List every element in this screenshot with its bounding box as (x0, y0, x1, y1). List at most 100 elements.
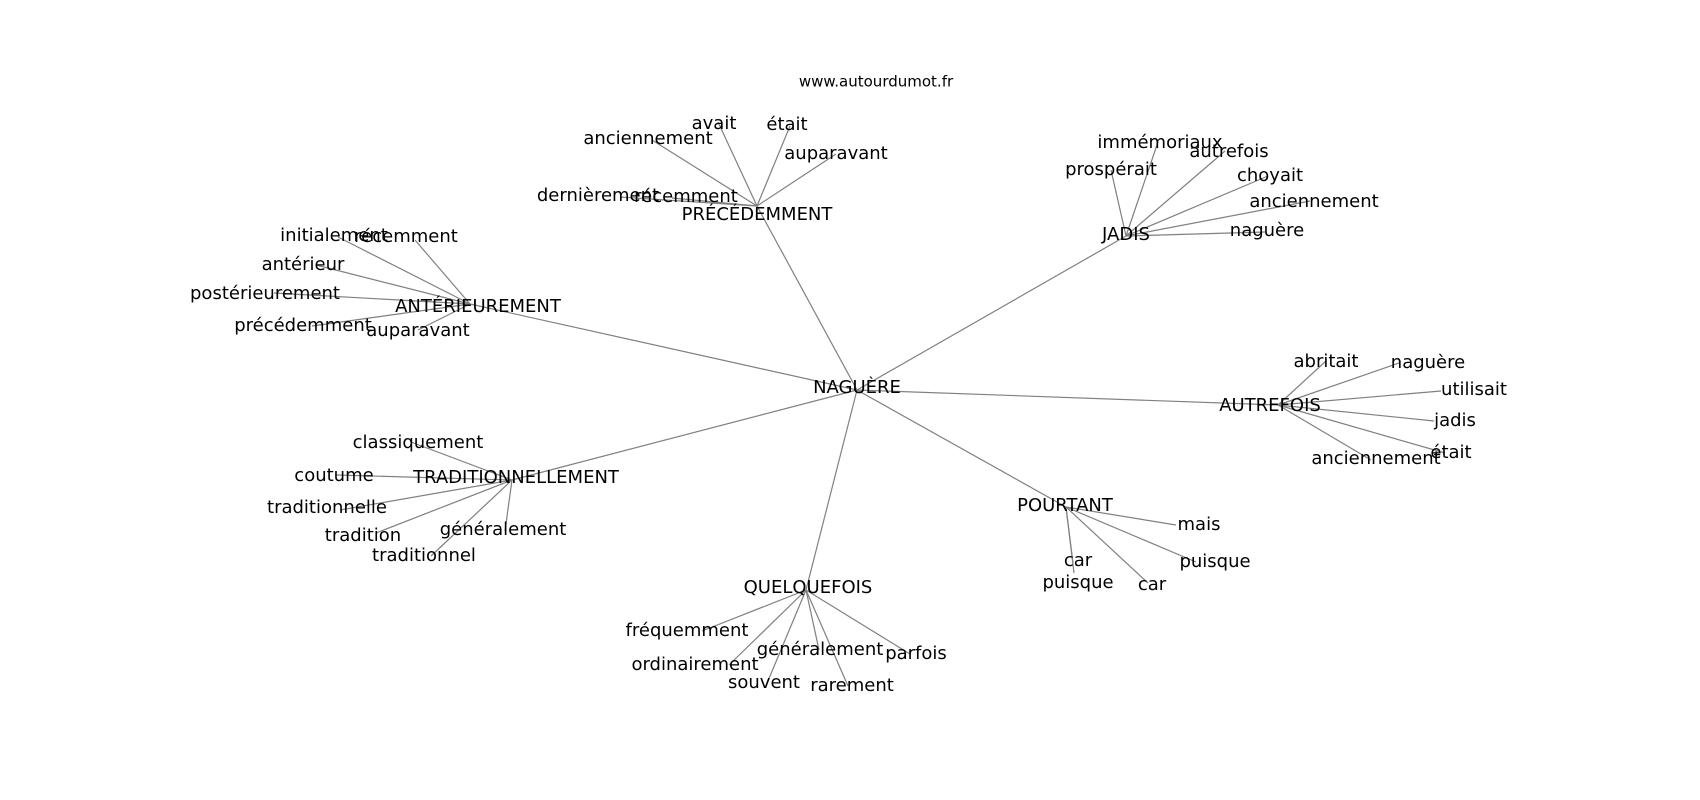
word-label-jadis-0[interactable]: immémoriaux (1097, 132, 1223, 153)
edge-center-traditionnellement (511, 389, 858, 481)
edge-anterieurement-4 (311, 303, 471, 327)
hub-label-jadis[interactable]: JADIS (1101, 224, 1150, 245)
word-label-precedemment-4[interactable]: dernièrement (537, 185, 659, 206)
word-label-autrefois-0[interactable]: abritait (1293, 351, 1358, 372)
edge-anterieurement-1 (414, 239, 471, 305)
word-label-anterieurement-5[interactable]: auparavant (366, 320, 469, 341)
edge-anterieurement-2 (315, 264, 471, 305)
edge-pourtant-0 (1065, 506, 1177, 526)
word-label-anterieurement-3[interactable]: postérieurement (190, 283, 340, 304)
edge-center-autrefois (856, 389, 1279, 406)
hub-label-anterieurement[interactable]: ANTÉRIEUREMENT (395, 295, 562, 317)
edge-jadis-3 (1125, 175, 1269, 237)
word-label-pourtant-3[interactable]: puisque (1042, 572, 1113, 593)
word-label-autrefois-3[interactable]: jadis (1433, 410, 1476, 431)
word-label-quelquefois-2[interactable]: généralement (757, 639, 884, 660)
word-label-quelquefois-1[interactable]: ordinairement (631, 654, 758, 675)
word-label-autrefois-5[interactable]: était (1430, 442, 1471, 463)
edge-quelquefois-2 (805, 589, 820, 651)
word-label-anterieurement-1[interactable]: récemment (354, 226, 458, 247)
edge-anterieurement-5 (417, 303, 471, 331)
edge-precedemment-3 (756, 153, 837, 207)
edge-autrefois-4 (1277, 404, 1372, 461)
word-label-anterieurement-0[interactable]: initialement (280, 225, 388, 246)
edge-quelquefois-4 (764, 589, 807, 689)
word-label-jadis-1[interactable]: autrefois (1189, 141, 1268, 162)
word-label-pourtant-0[interactable]: mais (1178, 514, 1221, 535)
edge-quelquefois-1 (728, 589, 807, 666)
edge-center-pourtant (856, 389, 1067, 508)
edge-anterieurement-0 (337, 236, 471, 305)
edge-center-jadis (856, 235, 1127, 391)
edge-autrefois-5 (1277, 404, 1446, 454)
edge-anterieurement-3 (273, 292, 471, 305)
edge-autrefois-2 (1277, 390, 1442, 406)
center-word-label[interactable]: NAGUÈRE (813, 376, 901, 398)
word-label-pourtant-2[interactable]: car (1064, 550, 1093, 571)
word-label-traditionnellement-1[interactable]: coutume (294, 465, 373, 486)
edges (273, 121, 1446, 689)
word-label-precedemment-2[interactable]: anciennement (583, 128, 712, 149)
edge-jadis-2 (1110, 169, 1127, 237)
edge-center-precedemment (756, 205, 858, 391)
word-label-traditionnellement-0[interactable]: classiquement (353, 432, 484, 453)
word-label-precedemment-1[interactable]: était (766, 114, 807, 135)
word-label-jadis-2[interactable]: prospérait (1065, 159, 1157, 180)
edge-jadis-1 (1125, 150, 1226, 237)
word-label-precedemment-0[interactable]: avait (692, 113, 737, 134)
word-label-quelquefois-0[interactable]: fréquemment (626, 620, 749, 641)
edge-quelquefois-0 (701, 589, 807, 632)
word-label-jadis-3[interactable]: choyait (1237, 165, 1303, 186)
word-label-precedemment-5[interactable]: récemment (634, 186, 738, 207)
word-label-quelquefois-4[interactable]: souvent (728, 672, 800, 693)
word-label-autrefois-2[interactable]: utilisait (1441, 379, 1507, 400)
word-label-autrefois-4[interactable]: anciennement (1311, 448, 1440, 469)
edge-traditionnellement-1 (335, 474, 513, 481)
edge-jadis-4 (1125, 200, 1311, 237)
edge-traditionnellement-4 (504, 479, 513, 532)
word-label-traditionnellement-4[interactable]: généralement (440, 519, 567, 540)
word-label-quelquefois-5[interactable]: rarement (810, 675, 894, 696)
edge-traditionnellement-3 (375, 479, 513, 534)
word-label-jadis-4[interactable]: anciennement (1249, 191, 1378, 212)
word-label-quelquefois-3[interactable]: parfois (885, 643, 947, 664)
hub-label-traditionnellement[interactable]: TRADITIONNELLEMENT (412, 467, 620, 488)
edge-precedemment-0 (717, 121, 758, 207)
edge-traditionnellement-5 (430, 479, 513, 557)
edge-autrefois-3 (1277, 404, 1435, 422)
word-label-jadis-5[interactable]: naguère (1230, 220, 1304, 241)
word-label-traditionnellement-3[interactable]: tradition (325, 525, 401, 546)
hub-label-pourtant[interactable]: POURTANT (1017, 495, 1114, 516)
edge-traditionnellement-0 (410, 441, 513, 481)
edge-traditionnellement-2 (339, 479, 513, 511)
hub-label-quelquefois[interactable]: QUELQUEFOIS (744, 577, 873, 598)
hub-label-precedemment[interactable]: PRÉCÉDEMMENT (682, 203, 834, 225)
edge-precedemment-1 (756, 125, 791, 207)
word-label-anterieurement-4[interactable]: précédemment (234, 315, 372, 336)
edge-autrefois-0 (1277, 360, 1327, 406)
word-label-precedemment-3[interactable]: auparavant (784, 143, 887, 164)
hub-label-autrefois[interactable]: AUTREFOIS (1219, 395, 1321, 416)
edge-pourtant-3 (1065, 506, 1075, 574)
edge-jadis-5 (1125, 231, 1266, 237)
edge-center-anterieurement (469, 303, 858, 391)
edge-precedemment-5 (671, 197, 758, 207)
edge-quelquefois-3 (805, 589, 911, 655)
edge-quelquefois-5 (805, 589, 849, 687)
edge-autrefois-1 (1277, 362, 1400, 406)
edge-precedemment-4 (619, 196, 758, 207)
word-label-traditionnellement-5[interactable]: traditionnel (372, 545, 476, 566)
edge-jadis-0 (1125, 141, 1159, 237)
word-label-pourtant-4[interactable]: car (1138, 574, 1167, 595)
edge-pourtant-1 (1065, 506, 1197, 563)
word-label-anterieurement-2[interactable]: antérieur (262, 254, 345, 275)
site-watermark: www.autourdumot.fr (799, 73, 954, 91)
edge-pourtant-4 (1065, 506, 1149, 584)
edge-precedemment-2 (651, 139, 758, 207)
word-label-traditionnellement-2[interactable]: traditionnelle (267, 497, 387, 518)
word-label-pourtant-1[interactable]: puisque (1179, 551, 1250, 572)
edge-center-quelquefois (805, 389, 858, 591)
word-label-autrefois-1[interactable]: naguère (1391, 352, 1465, 373)
